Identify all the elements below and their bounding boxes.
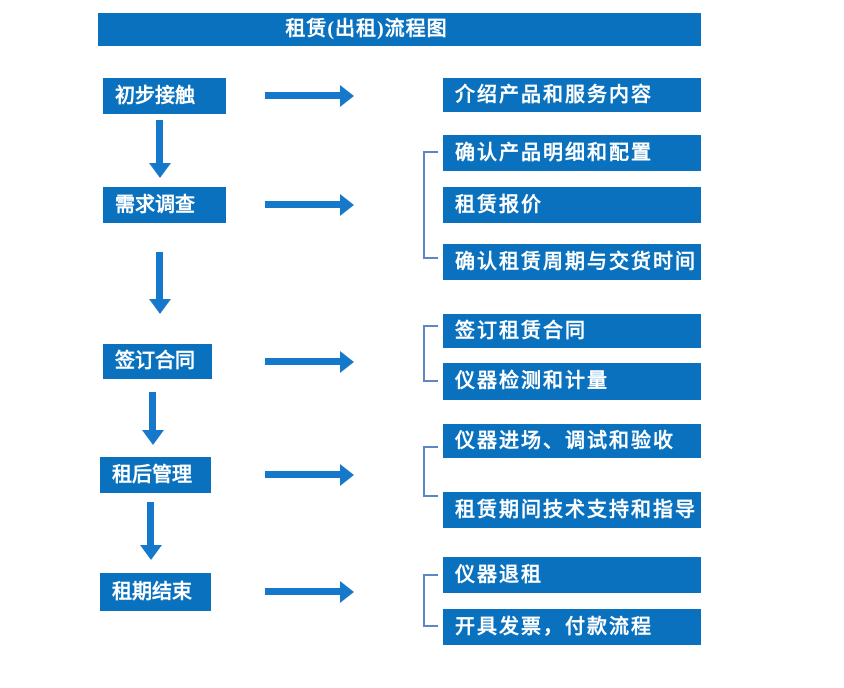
detail-box-confirm-period: 确认租赁周期与交货时间: [443, 244, 701, 280]
page-title: 租赁(出租)流程图: [98, 13, 701, 46]
detail-box-sign-lease: 签订租赁合同: [443, 314, 701, 348]
group-bracket-icon: [423, 574, 438, 627]
detail-box-invoice-payment: 开具发票，付款流程: [443, 609, 701, 645]
step-box-post-rental-mgmt: 租后管理: [100, 457, 211, 493]
detail-box-instrument-return: 仪器退租: [443, 557, 701, 593]
down-arrow-icon: [149, 392, 156, 430]
detail-box-intro-products: 介绍产品和服务内容: [443, 78, 701, 112]
right-arrow-icon: [265, 588, 340, 595]
down-arrow-icon: [147, 502, 154, 545]
right-arrow-icon: [265, 201, 340, 208]
step-box-initial-contact: 初步接触: [103, 78, 226, 114]
step-box-sign-contract: 签订合同: [103, 344, 212, 379]
group-bracket-icon: [423, 325, 438, 382]
detail-box-rental-quote: 租赁报价: [443, 187, 701, 223]
right-arrow-icon: [265, 358, 340, 365]
detail-box-tech-support: 租赁期间技术支持和指导: [443, 492, 701, 528]
detail-box-entry-acceptance: 仪器进场、调试和验收: [443, 424, 701, 458]
down-arrow-icon: [156, 252, 163, 299]
step-box-lease-end: 租期结束: [100, 573, 211, 611]
down-arrow-icon: [156, 120, 163, 163]
step-box-demand-survey: 需求调查: [103, 187, 226, 223]
group-bracket-icon: [423, 446, 438, 497]
right-arrow-icon: [265, 92, 340, 99]
right-arrow-icon: [265, 471, 340, 478]
group-bracket-icon: [423, 151, 438, 259]
detail-box-instrument-check: 仪器检测和计量: [443, 363, 701, 400]
detail-box-confirm-config: 确认产品明细和配置: [443, 135, 701, 171]
